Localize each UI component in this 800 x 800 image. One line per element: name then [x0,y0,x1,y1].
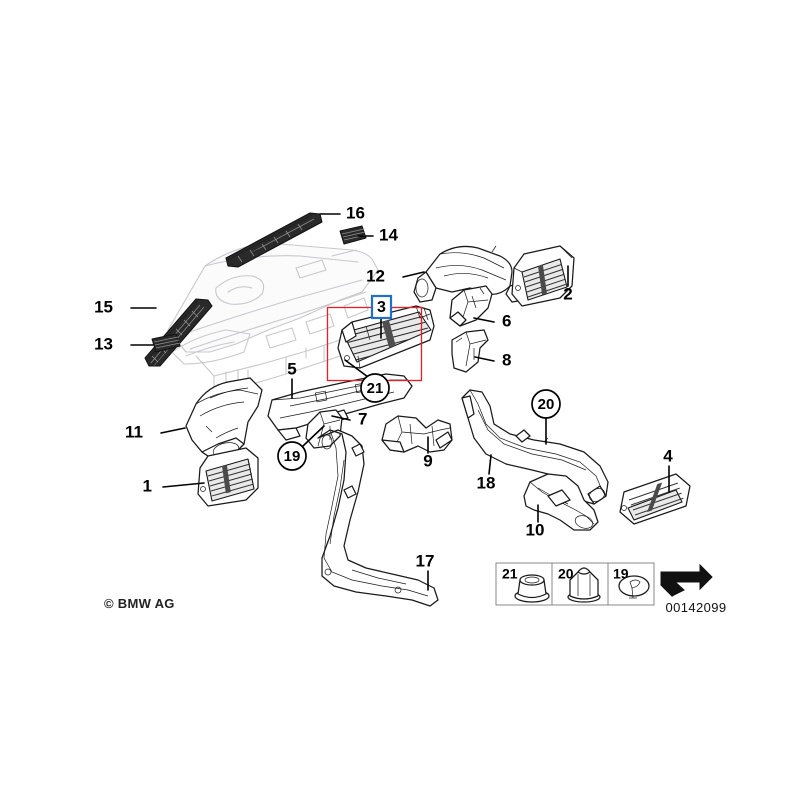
part-label-6: 6 [502,311,511,330]
part-label-10: 10 [526,520,545,539]
part-14-small-vent-grille-right [339,225,367,245]
callout-19-text: 19 [284,448,301,465]
part-3-center-vent-assembly [337,305,435,369]
part-label-15: 15 [94,297,113,316]
part-1-side-vent-assembly-left [197,447,259,507]
part-label-13: 13 [94,334,113,353]
part-label-11: 11 [125,422,143,441]
part-16-defroster-grille-right [225,212,323,268]
callout-19: 19 [277,425,325,471]
callout-21-text: 21 [367,380,384,397]
part-label-12: 12 [366,266,385,285]
part-11-air-duct-left [185,377,263,461]
part-label-9: 9 [423,451,432,470]
highlighted-part-number-text: 3 [377,299,386,316]
part-label-2: 2 [563,284,572,303]
callout-20: 20 [531,389,561,445]
leader-lines [130,213,670,591]
part-label-7: 7 [358,409,367,428]
legend: 21 20 19 [495,562,726,615]
part-18-rear-air-duct-long [461,389,609,505]
callout-21: 21 [344,359,390,403]
part-8-duct-adapter-lower [451,329,489,373]
bent-arrow-icon [660,563,713,598]
part-label-14: 14 [379,225,398,244]
part-label-8: 8 [502,350,511,369]
part-label-5: 5 [287,359,296,378]
part-label-1: 1 [143,476,152,495]
part-17-floor-air-duct [317,429,439,607]
copyright: © BMW AG [104,596,175,611]
part-label-4: 4 [663,446,673,465]
part-10-rear-duct-elbow [523,473,599,531]
part-label-16: 16 [346,203,365,222]
diagram-number: 00142099 [665,600,726,615]
callout-20-text: 20 [538,396,555,413]
legend-number-21: 21 [502,566,518,582]
part-label-18: 18 [477,473,496,492]
part-2-side-vent-assembly-right [511,245,575,307]
highlighted-part-number-3[interactable]: 3 [370,294,393,320]
flange-nut-icon [514,574,550,603]
part-6-duct-adapter-upper [449,285,493,327]
oval-clip-icon [618,575,650,599]
part-label-17: 17 [416,551,435,570]
part-9-y-branch-duct [381,415,453,453]
part-4-rear-vent-grille [619,473,691,525]
hex-cap-nut-icon [567,567,601,603]
part-13-small-vent-grille-left [151,333,181,353]
copyright-text: © BMW AG [104,596,175,611]
legend-number-20: 20 [558,566,574,582]
